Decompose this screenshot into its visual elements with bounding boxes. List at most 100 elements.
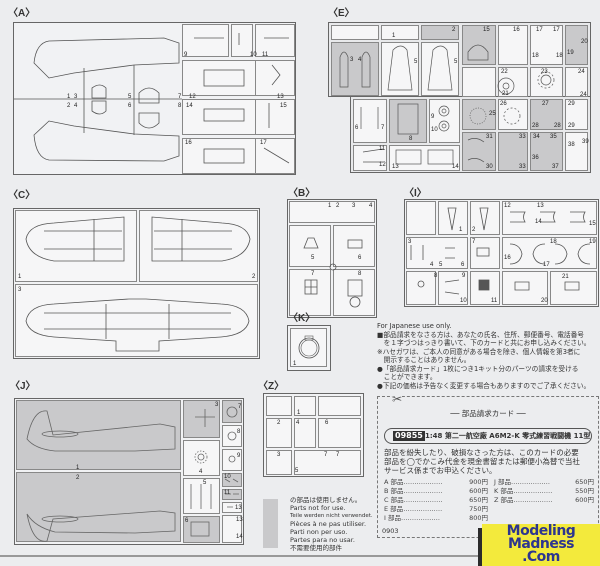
part-number: 1 [459, 227, 463, 233]
card-instruction: 部品を◯でかこみ代金を現金書留または郵便小為替で当社 [384, 457, 580, 466]
sprue-z-label: 〈Z〉 [258, 381, 285, 392]
price: 600円 [469, 487, 488, 495]
part-number: 4 [358, 57, 362, 63]
part-number: 7 [472, 239, 476, 245]
legend-line: の部品は使用しません。 [290, 496, 362, 504]
legend-line: Parti non per uso. [290, 528, 348, 536]
part-cell [530, 67, 563, 97]
part-number: 33 [519, 134, 526, 140]
part-number: 4 [296, 420, 300, 426]
part-cell [255, 99, 295, 135]
part-number: 27 [542, 101, 549, 107]
price-list-right: J 部品………………650円 K 部品………………550円 Z 部品………………… [494, 478, 594, 505]
sprue-e-label: 〈E〉 [328, 8, 355, 19]
price-row: C 部品………………650円 [384, 496, 488, 505]
part-number: 21 [502, 91, 509, 97]
part-number: 5 [295, 468, 299, 474]
part-number: 24 [578, 69, 585, 75]
wing-drawing [25, 216, 251, 352]
part-label: Z 部品 [494, 496, 514, 504]
part-number: 5 [454, 59, 458, 65]
part-number: 9 [237, 453, 241, 459]
part-number: 2 [336, 203, 340, 209]
part-cell [294, 418, 316, 448]
part-number: 3 [74, 94, 78, 100]
dots: ……………… [513, 487, 553, 495]
price-row: K 部品………………550円 [494, 487, 594, 496]
part-cell [222, 502, 242, 513]
part-number: 8 [409, 136, 413, 142]
part-number: 2 [67, 103, 71, 109]
part-cell [183, 478, 220, 514]
notice-line: ■部品請求をなさる方は、あなたの氏名、住所、郵便番号、電話番号 [377, 330, 584, 339]
i-parts-drawing [410, 207, 591, 295]
product-name: 1:48 第二一航空廠 A6M2-K 零式練習戦闘機 11型 [425, 432, 591, 440]
part-number: 3 [277, 452, 281, 458]
page-bottom-rule [0, 555, 480, 557]
notice-line: 開示することはありません。 [377, 356, 471, 364]
fuselage-drawing [14, 33, 290, 164]
part-cell [294, 396, 316, 416]
part-cell [406, 237, 468, 269]
part-cell [222, 515, 242, 543]
part-cell [255, 24, 295, 57]
part-number: 9 [184, 52, 188, 58]
price-row: E 部品………………750円 [384, 505, 488, 514]
notice-line: For Japanese use only. [377, 322, 452, 330]
part-cell [183, 400, 220, 438]
part-number: 18 [550, 239, 557, 245]
part-number: 31 [486, 134, 493, 140]
part-number: 10 [224, 474, 231, 480]
part-number: 1 [297, 410, 301, 416]
part-number: 13 [236, 517, 243, 523]
not-used-swatch [263, 499, 278, 548]
part-number: 21 [562, 274, 569, 280]
notice-line: ●下記の価格は予告なく変更する場合もありますのでご了承ください。 [377, 381, 591, 390]
watermark-line: .Com [522, 549, 560, 565]
part-number: 19 [567, 50, 574, 56]
part-number: 16 [504, 255, 511, 261]
card-instruction: サービス係までお申込ください。 [384, 466, 497, 475]
part-cell [333, 225, 375, 267]
part-number: 8 [358, 271, 362, 277]
not-used-legend: の部品は使用しません。 Parts not for use. Teile wer… [290, 496, 373, 552]
sprue-a-label: 〈A〉 [8, 8, 36, 19]
part-cell [255, 138, 295, 174]
part-number: 7 [336, 452, 340, 458]
part-number: 36 [532, 155, 539, 161]
part-number: 10 [250, 52, 257, 58]
part-number: 3 [350, 57, 354, 63]
part-number: 8 [237, 429, 241, 435]
part-cell [222, 489, 242, 500]
sprue-i-label: 〈I〉 [404, 188, 427, 199]
part-number: 18 [556, 53, 563, 59]
part-label: C 部品 [384, 496, 404, 504]
watermark-line: Modeling [506, 523, 576, 539]
dots: ……………… [403, 487, 443, 495]
sprue-e: 1 2 3 4 5 5 15 16 17 17 18 18 19 20 21 2… [328, 22, 591, 173]
part-label: B 部品 [384, 487, 404, 495]
part-cell [462, 67, 496, 97]
part-cell [565, 132, 588, 171]
part-number: 1 [328, 203, 332, 209]
part-number: 13 [235, 505, 242, 511]
dots: ……………… [400, 514, 440, 522]
part-number: 29 [568, 101, 575, 107]
part-number: 4 [369, 203, 373, 209]
part-cell [565, 25, 588, 65]
part-cell [530, 25, 563, 65]
part-cell [266, 396, 292, 416]
part-number: 19 [589, 239, 596, 245]
sprue-z: 1 2 4 6 3 7 7 5 [263, 393, 364, 477]
part-number: 15 [483, 27, 490, 33]
sprue-b: 1 2 3 4 5 6 7 8 [287, 199, 377, 318]
part-cell [182, 99, 262, 135]
part-cell [498, 99, 528, 130]
part-cell [290, 328, 327, 367]
watermark-line: Madness [507, 536, 575, 552]
part-cell [289, 269, 331, 316]
part-cell [266, 450, 292, 475]
price: 800円 [469, 514, 488, 522]
part-number: 7 [381, 125, 385, 131]
part-number: 6 [128, 103, 132, 109]
